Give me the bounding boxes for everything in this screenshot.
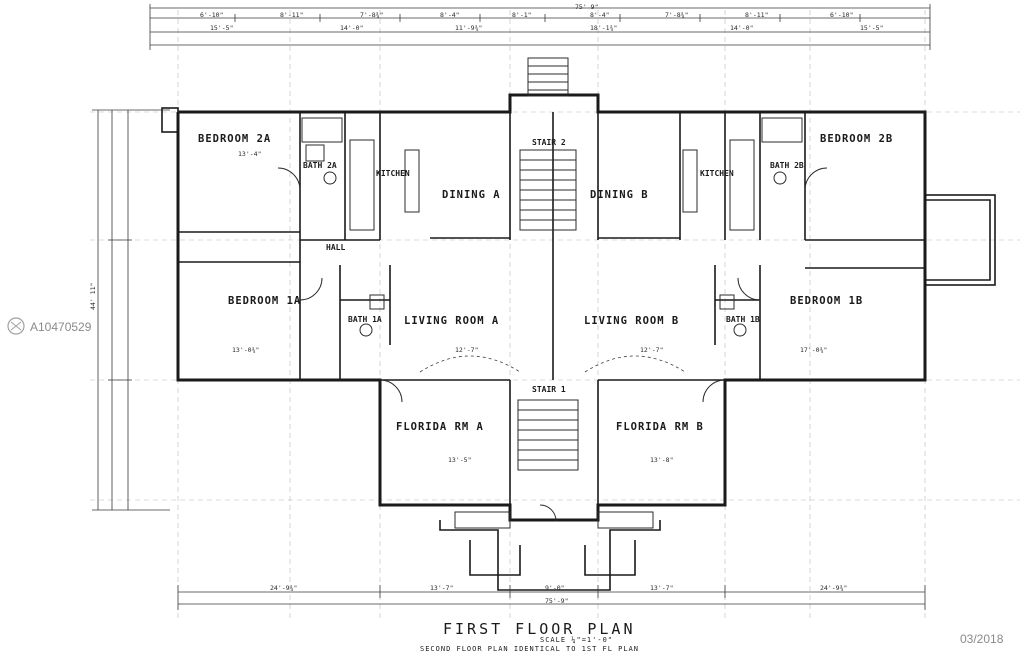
grid-lines [90, 10, 1020, 620]
label-bedroom-2b: BEDROOM 2B [820, 133, 893, 145]
top-dimensions: 75' 9" 6'-10" 8'-11" 7'-8¾" 8'-4" 8'-1" … [149, 3, 931, 50]
label-bedroom-2a: BEDROOM 2A [198, 133, 271, 145]
size-living-b: 12'-7" [640, 346, 663, 354]
dim-bottom-1: 24'-9¾" [270, 584, 297, 592]
dim-top-6: 8'-4" [590, 11, 610, 19]
label-bedroom-1b: BEDROOM 1B [790, 295, 863, 307]
door-swings [277, 167, 828, 522]
size-bedroom-1b: 17'-0¾" [800, 346, 827, 354]
watermark: A10470529 03/2018 [7, 317, 1004, 646]
title-block: FIRST FLOOR PLAN SCALE ¼"=1'-0" SECOND F… [420, 620, 639, 653]
scale-note: SCALE ¼"=1'-0" [540, 636, 613, 644]
label-florida-rm-a: FLORIDA RM A [396, 421, 484, 433]
stairs [517, 57, 579, 471]
room-labels: BEDROOM 2A BEDROOM 2B BEDROOM 1A BEDROOM… [198, 133, 893, 433]
label-bath-2a: BATH 2A [303, 161, 337, 170]
label-living-room-b: LIVING ROOM B [584, 315, 679, 327]
bottom-dimensions: 24'-9¾" 13'-7" 9'-0" 13'-7" 24'-9¾" 75'-… [177, 584, 926, 610]
label-dining-b: DINING B [590, 189, 649, 201]
dim-top2-6: 15'-5" [860, 24, 883, 32]
label-living-room-a: LIVING ROOM A [404, 315, 499, 327]
watermark-mls-id: A10470529 [30, 320, 92, 334]
dim-top2-4: 18'-1¾" [590, 24, 617, 32]
dim-top-7: 7'-8¾" [665, 11, 688, 19]
label-stair-2: STAIR 2 [532, 138, 566, 147]
dim-bottom-total: 75'-9" [545, 597, 568, 605]
dim-top2-2: 14'-0" [340, 24, 363, 32]
dim-top2-3: 11'-9¾" [455, 24, 482, 32]
dim-top-1: 6'-10" [200, 11, 223, 19]
size-bedroom-1a: 13'-0¾" [232, 346, 259, 354]
label-florida-rm-b: FLORIDA RM B [616, 421, 704, 433]
left-dimensions: 44' 11" [89, 109, 170, 511]
size-florida-a: 13'-5" [448, 456, 471, 464]
label-bath-2b: BATH 2B [770, 161, 804, 170]
interior-walls [178, 112, 925, 505]
dim-top-8: 8'-11" [745, 11, 768, 19]
label-kitchen-a: KITCHEN [376, 169, 410, 178]
label-bedroom-1a: BEDROOM 1A [228, 295, 301, 307]
dim-top-9: 6'-10" [830, 11, 853, 19]
second-floor-note: SECOND FLOOR PLAN IDENTICAL TO 1ST FL PL… [420, 645, 639, 653]
left-total-dimension: 44' 11" [89, 283, 97, 310]
label-bath-1a: BATH 1A [348, 315, 382, 324]
overall-dimension: 75' 9" [575, 3, 598, 11]
dim-top2-1: 15'-5" [210, 24, 233, 32]
size-bedroom-2a: 13'-4" [238, 150, 261, 158]
dim-top-4: 8'-4" [440, 11, 460, 19]
dim-bottom-3: 9'-0" [545, 584, 565, 592]
dim-top2-5: 14'-0" [730, 24, 753, 32]
plan-title: FIRST FLOOR PLAN [443, 620, 636, 638]
room-size-callouts: 13'-4" 13'-0¾" 17'-0¾" 12'-7" 12'-7" 13'… [232, 150, 827, 464]
label-kitchen-b: KITCHEN [700, 169, 734, 178]
size-living-a: 12'-7" [455, 346, 478, 354]
dim-top-3: 7'-8¾" [360, 11, 383, 19]
dim-top-5: 8'-1" [512, 11, 532, 19]
dim-bottom-4: 13'-7" [650, 584, 673, 592]
label-bath-1b: BATH 1B [726, 315, 760, 324]
front-porch [439, 511, 661, 591]
dim-bottom-2: 13'-7" [430, 584, 453, 592]
fixtures [301, 117, 803, 337]
watermark-date: 03/2018 [960, 632, 1004, 646]
label-stair-1: STAIR 1 [532, 385, 566, 394]
dim-top-2: 8'-11" [280, 11, 303, 19]
label-hall: HALL [326, 243, 345, 252]
dim-bottom-5: 24'-9¾" [820, 584, 847, 592]
watermark-logo-icon [7, 317, 25, 335]
label-dining-a: DINING A [442, 189, 501, 201]
size-florida-b: 13'-8" [650, 456, 673, 464]
